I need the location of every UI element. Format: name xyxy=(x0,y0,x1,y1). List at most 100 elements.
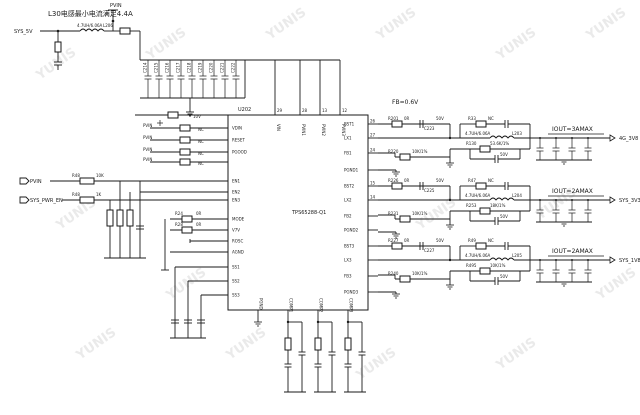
fb-bot-val-2: 10K/1% xyxy=(412,271,428,276)
inductor-val-2: 4.7UH/6.06A xyxy=(465,253,491,258)
filter-inductor-value: 4.7UH/6.06A xyxy=(77,23,103,28)
fb-top-ref-1: R253 xyxy=(466,203,477,208)
ic-bottom-pins: PGND COMP1 COMP2 COMP3 xyxy=(254,298,354,327)
ic-right-pin-name-6: FB2 xyxy=(344,214,352,219)
fb-top-val-2: 10K/1% xyxy=(490,263,506,268)
ic-left-pin-name-9: AGND xyxy=(232,250,244,255)
ic-right-pin-name-5: LX2 xyxy=(344,198,352,203)
ic-left-pins: 29VIN28PVIN113PVIN212PVIN3VDINRESETPGOOD… xyxy=(232,108,348,298)
ic-right-pin-name-4: BST2 xyxy=(344,184,355,189)
pvin-tag-3: PVIN xyxy=(143,147,152,152)
input-cap-ref-8: C222 xyxy=(231,62,236,73)
nc-r-label-0: NC xyxy=(488,116,494,121)
ff-cap-val-0: 50V xyxy=(500,152,508,157)
ic-left-pin-name-7: V7V xyxy=(232,228,240,233)
nc-label-3: NC xyxy=(198,151,204,156)
nc-r-label-1: NC xyxy=(488,178,494,183)
ic-bottom-pin-name-2: COMP2 xyxy=(319,298,324,313)
ic-top-pin-name-3: PVIN3 xyxy=(341,124,346,136)
mode-r-value: 0R xyxy=(196,211,202,216)
ic-right-pin-num-5: 14 xyxy=(370,195,376,200)
inductor-note: L30电感最小电流满足4.4A xyxy=(48,9,133,18)
ic-left-pin-name-4: EN2 xyxy=(232,190,241,195)
pvin-tag-4: PVIN xyxy=(143,157,152,162)
ic-left-pin-name-3: EN1 xyxy=(232,179,241,184)
input-cap-ref-3: C217 xyxy=(176,62,181,73)
input-cap-ref-7: C221 xyxy=(220,62,225,73)
iout-label-2: IOUT=2AMAX xyxy=(552,248,593,255)
ic-right-pins: BST126LX127FB124PGND1BST215LX214FB2PGND2… xyxy=(344,119,378,295)
iout-label-1: IOUT=2AMAX xyxy=(552,188,593,195)
watermark-text-14: YUNIS xyxy=(493,335,539,374)
sys5v-input: SYS_5V xyxy=(14,29,80,70)
ic-left-pin-name-6: MODE xyxy=(232,217,245,222)
rosc-r-ref: R28 xyxy=(175,222,183,227)
watermark-text-15: YUNIS xyxy=(593,265,639,304)
ic-bottom-pin-name-0: PGND xyxy=(259,298,264,310)
inductor-ref-1: L204 xyxy=(512,193,522,198)
fb-top-ref-0: R130 xyxy=(466,141,477,146)
ic-right-pin-name-10: FB3 xyxy=(344,274,352,279)
output-net-2: SYS_1V8 xyxy=(619,258,640,264)
pvin-tag-1: PVIN xyxy=(143,123,152,128)
nc-label-1: NC xyxy=(198,127,204,132)
ic-top-pin-num-1: 28 xyxy=(302,108,308,113)
ic-top-pin-num-3: 12 xyxy=(342,108,348,113)
fb-bot-ref-1: R231 xyxy=(388,211,399,216)
fb-bot-ref-0: R220 xyxy=(388,149,399,154)
watermark-text-2: YUNIS xyxy=(263,5,309,44)
ic-left-pin-name-11: SS2 xyxy=(232,279,240,284)
boot-c-val-2: 50V xyxy=(436,238,444,243)
inductor-ref-2: L205 xyxy=(512,253,522,258)
ic-right-pin-name-11: PGND3 xyxy=(344,290,359,295)
input-cap-ref-1: C215 xyxy=(154,62,159,73)
boot-r-ref-1: R226 xyxy=(388,178,399,183)
ic-right-pin-name-9: LX3 xyxy=(344,258,352,263)
ic-left-pin-name-2: PGOOD xyxy=(232,150,247,155)
ic-part-number: TPS65288-Q1 xyxy=(291,210,326,216)
ic-bottom-pin-name-1: COMP1 xyxy=(289,298,294,313)
watermark-text-3: YUNIS xyxy=(373,5,419,44)
sys5v-label: SYS_5V xyxy=(14,29,33,35)
input-cap-ref-6: C220 xyxy=(209,62,214,73)
ic-left-pin-name-5: EN3 xyxy=(232,198,241,203)
boot-r-val-0: 0R xyxy=(404,116,410,121)
ic-right-pin-num-0: 26 xyxy=(370,119,376,124)
ic-right-pin-name-3: PGND1 xyxy=(344,168,359,173)
rosc-r-value: 0R xyxy=(196,222,202,227)
watermark-text-11: YUNIS xyxy=(73,325,119,364)
ic-bottom-pin-name-3: COMP3 xyxy=(349,298,354,313)
en-r2-ref: R48 xyxy=(72,192,80,197)
watermark-text-4: YUNIS xyxy=(493,25,539,64)
en-r2-value: 1K xyxy=(96,192,102,197)
inductor-ref-0: L203 xyxy=(512,131,522,136)
ic-top-pin-name-1: PVIN1 xyxy=(301,124,306,136)
boot-c-val-0: 50V xyxy=(436,116,444,121)
iout-label-0: IOUT=3AMAX xyxy=(552,126,593,133)
ic-left-pin-name-8: ROSC xyxy=(232,239,243,244)
ic-left-pin-name-0: VDIN xyxy=(232,126,242,131)
fb-top-val-1: 18K/1% xyxy=(490,203,506,208)
boot-r-ref-2: R227 xyxy=(388,238,399,243)
boot-c-ref-2: C227 xyxy=(424,248,435,253)
fb-bot-val-1: 10K/1% xyxy=(412,211,428,216)
watermark-text-7: YUNIS xyxy=(163,265,209,304)
fb-voltage-note: FB=0.6V xyxy=(392,99,419,106)
pmic-ic: U202 TPS65288-Q1 29VIN28PVIN113PVIN212PV… xyxy=(227,107,378,327)
ic-top-pin-name-2: PVIN2 xyxy=(321,124,326,136)
pvin-top-label: PVIN xyxy=(110,3,122,9)
boot-r-val-2: 0R xyxy=(404,238,410,243)
mode-r-ref: R24 xyxy=(175,211,183,216)
fb-bot-ref-2: R240 xyxy=(388,271,399,276)
ic-left-pin-name-10: SS1 xyxy=(232,265,240,270)
input-cap-ref-4: C218 xyxy=(187,62,192,73)
ic-right-pin-num-2: 24 xyxy=(370,148,376,153)
ic-body xyxy=(227,114,369,311)
boot-r-ref-0: R201 xyxy=(388,116,399,121)
watermark-text-13: YUNIS xyxy=(353,345,399,384)
